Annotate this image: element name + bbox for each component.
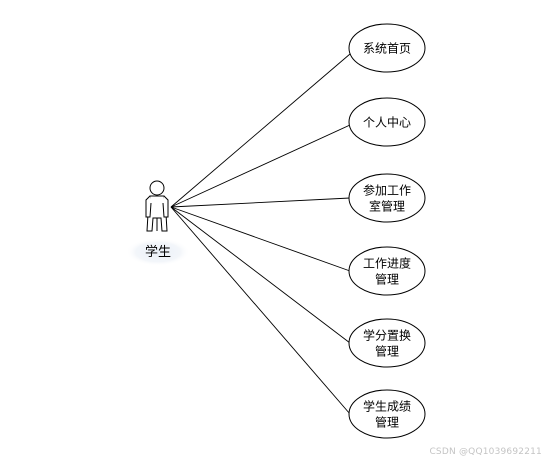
watermark: CSDN @QQ1039692211 [429,447,542,457]
use-case-label: 管理 [375,415,399,430]
actor-label-glow [126,238,190,266]
use-case-label: 工作进度 [363,256,411,271]
use-case-label: 参加工作 [363,183,411,198]
association-line-grade-management [170,206,351,415]
use-case-label: 个人中心 [363,115,411,130]
use-case-ellipse [348,318,426,368]
use-case-label: 室管理 [369,199,405,214]
association-line-personal-center [170,124,351,208]
use-case-ellipse [348,97,426,147]
association-line-join-studio [170,197,351,208]
use-case-ellipse [348,389,426,439]
association-line-system-home [170,53,351,208]
association-line-credit-exchange [170,206,351,344]
use-case-personal-center[interactable]: 个人中心 [348,97,426,147]
use-case-label: 学分置换 [363,328,411,343]
actor-student[interactable]: 学生 [126,180,190,266]
actor-label: 学生 [145,244,171,260]
use-case-ellipse [348,23,426,73]
use-case-label: 管理 [375,272,399,287]
use-case-system-home[interactable]: 系统首页 [348,23,426,73]
use-case-label: 学生成绩 [363,399,411,414]
association-lines [170,53,351,415]
use-case-ellipse [348,246,426,296]
use-case-label: 系统首页 [363,42,411,56]
person-icon [145,180,169,232]
use-case-label: 管理 [375,344,399,359]
association-line-work-progress [170,206,351,272]
use-case-ellipse [348,173,426,223]
